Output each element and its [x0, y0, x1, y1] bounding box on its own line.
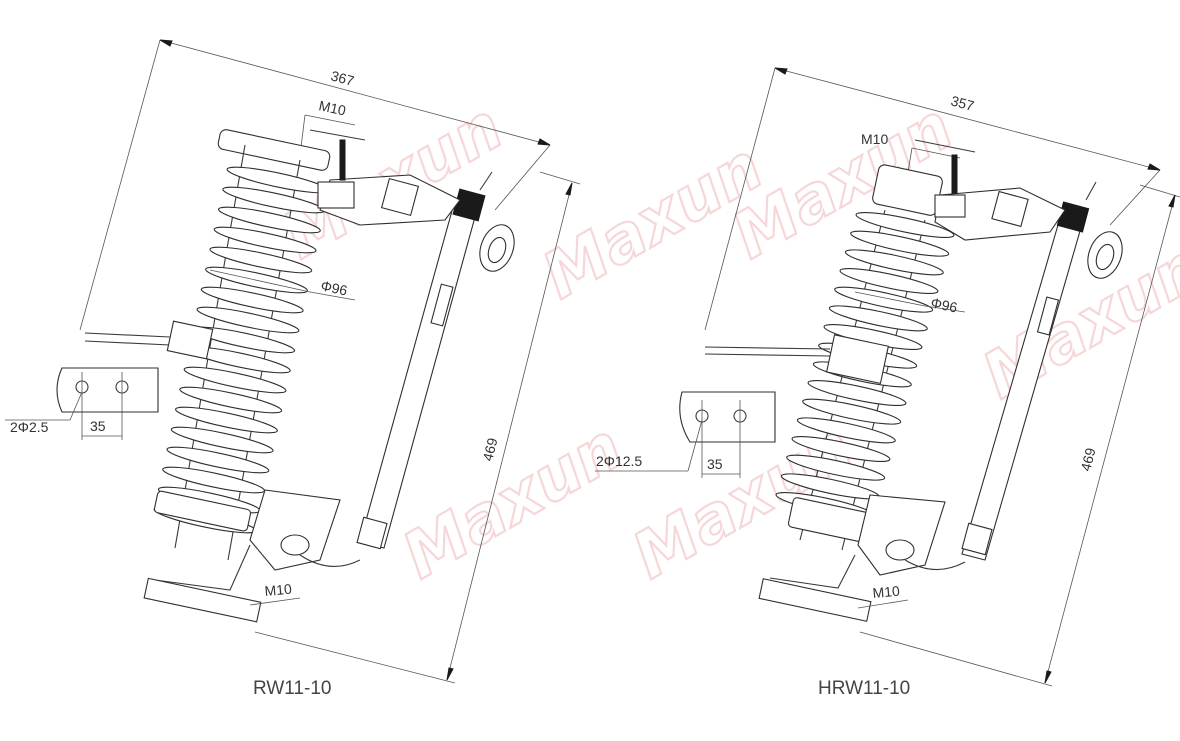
drawing-caption: RW11-10 [253, 678, 332, 699]
dimension-top-bolt: M10 [299, 97, 356, 156]
dimension-height: 469 [859, 184, 1180, 687]
insulator-shed [166, 446, 270, 474]
dim-height-text: 469 [1077, 446, 1098, 473]
dimension-bottom-bolt: M10 [249, 581, 301, 606]
drawing-rw11-10: 367 469 M10 Φ96 [5, 39, 581, 699]
insulator-shed [791, 436, 891, 462]
dim-diameter-text: Φ96 [929, 294, 959, 315]
insulator-shed [834, 286, 934, 313]
insulator-shed [183, 366, 287, 394]
insulator-shed [209, 246, 313, 274]
dim-hole-spacing-text: 35 [90, 418, 106, 434]
insulator-shed [855, 212, 955, 238]
drawing-caption: HRW11-10 [818, 678, 910, 699]
dim-height-text: 469 [479, 436, 500, 463]
fuse-tube [961, 181, 1123, 561]
insulator-shed [844, 249, 944, 276]
mounting-bracket [84, 320, 214, 360]
insulator-shed [796, 417, 896, 444]
dim-overall-width-text: 367 [329, 67, 356, 89]
hole-plate-detail: 2Φ2.5 35 [5, 367, 159, 440]
watermark-logo: Maxun [391, 410, 635, 594]
dim-top-bolt-text: M10 [317, 97, 347, 118]
dim-top-bolt-text: M10 [861, 131, 888, 147]
insulator-shed [802, 398, 902, 425]
dim-hole-spacing-text: 35 [707, 456, 723, 472]
bottom-contact [143, 489, 388, 623]
insulator-shed [850, 230, 950, 257]
hole-plate-detail: 2Φ12.5 35 [595, 391, 776, 478]
dim-diameter-text: Φ96 [319, 277, 349, 298]
top-contact [914, 139, 1066, 241]
dimension-overall-width: 357 [704, 67, 1161, 331]
fuse-tube [359, 171, 515, 549]
dim-bottom-bolt-text: M10 [264, 581, 293, 599]
insulator-shed [170, 426, 274, 454]
insulator-shed [200, 286, 304, 314]
watermark-logo: Maxun [971, 230, 1180, 414]
insulator-shed [786, 454, 886, 481]
insulator-shed [807, 380, 907, 406]
dimension-diameter: Φ96 [209, 269, 356, 301]
dim-overall-width-text: 357 [949, 92, 976, 114]
dim-holes-text: 2Φ2.5 [10, 419, 49, 435]
insulator-shed [175, 406, 278, 434]
dim-bottom-bolt-text: M10 [872, 583, 901, 601]
top-contact [309, 129, 461, 226]
insulator-shed [839, 268, 939, 294]
insulator-shed [213, 226, 317, 254]
drawing-hrw11-10: 357 469 M10 Φ96 [595, 67, 1180, 699]
insulator-shed [828, 305, 928, 332]
mounting-bracket [704, 334, 889, 385]
bottom-contact [758, 494, 993, 622]
insulator-shed [196, 306, 300, 334]
insulator-shed [217, 206, 321, 234]
dimension-diameter: Φ96 [854, 291, 966, 316]
insulator [153, 129, 331, 561]
dimension-overall-width: 367 [79, 39, 551, 331]
dim-holes-text: 2Φ12.5 [596, 453, 642, 469]
insulator-shed [179, 386, 283, 414]
dimension-bottom-bolt: M10 [857, 583, 909, 609]
dimension-height: 469 [254, 171, 581, 684]
